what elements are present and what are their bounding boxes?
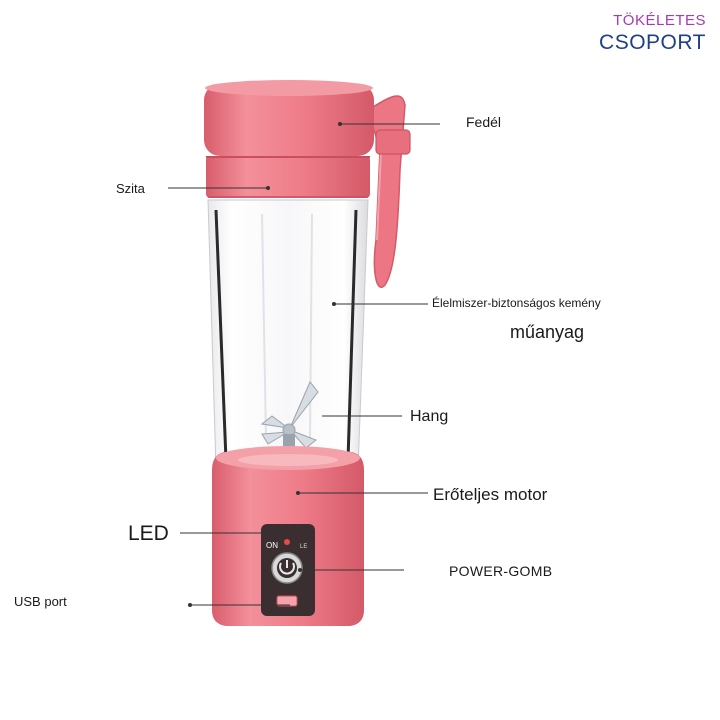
brand-line2: CSOPORT	[599, 31, 706, 54]
label-power-button: POWER-GOMB	[449, 563, 553, 579]
label-sieve: Szita	[116, 181, 145, 196]
strap-clip	[375, 129, 411, 155]
brand-logo: TÖKÉLETES CSOPORT	[599, 10, 710, 58]
label-motor: Erőteljes motor	[433, 485, 548, 504]
label-food-safe-line1: Élelmiszer-biztonságos kemény	[432, 296, 601, 310]
panel-le-text: LE	[300, 544, 307, 550]
brand-line1: TÖKÉLETES	[613, 12, 706, 29]
label-blade: Hang	[410, 408, 449, 425]
usb-port-shape	[276, 595, 298, 607]
label-led: LED	[128, 522, 169, 545]
label-lid: Fedél	[466, 114, 502, 130]
panel-on-text: ON	[266, 541, 278, 550]
blade	[260, 381, 319, 449]
led-dot	[284, 539, 290, 545]
lid	[204, 84, 374, 156]
label-usb-port: USB port	[14, 594, 67, 609]
label-food-safe-line2: műanyag	[510, 322, 585, 342]
sieve-ring	[206, 156, 370, 198]
